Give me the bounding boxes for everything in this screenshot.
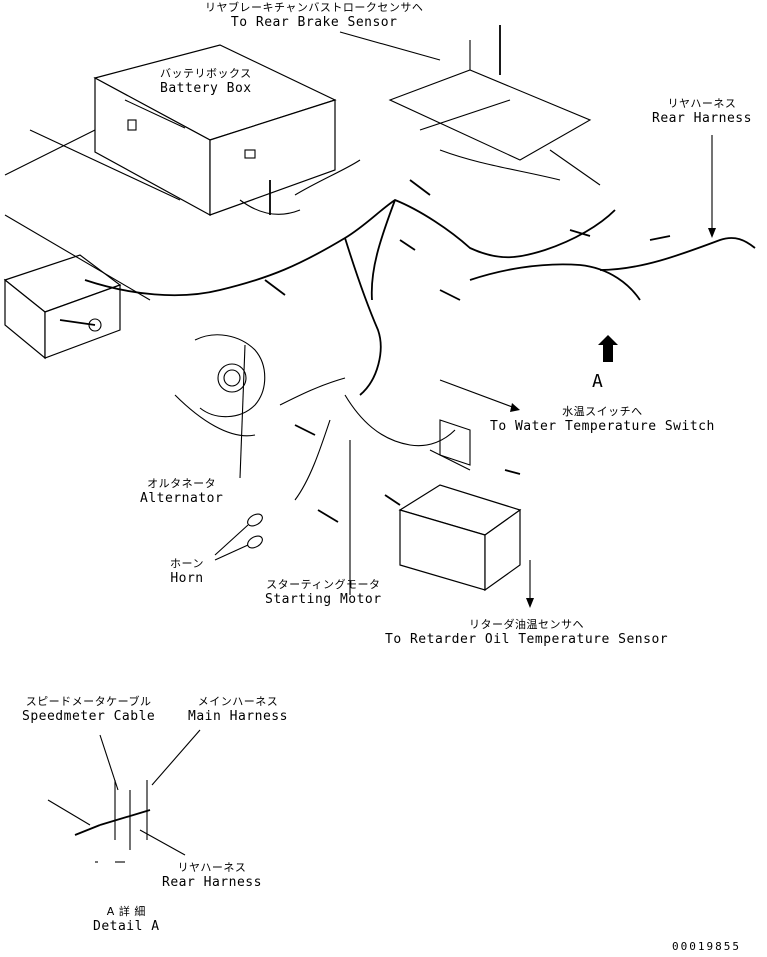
label-speedmeter-cable-jp: スピードメータケーブル	[25, 695, 152, 708]
leader-lines	[239, 31, 716, 608]
label-rear-harness-detail: リヤハーネス Rear Harness	[162, 860, 262, 890]
label-rear-brake-sensor: リヤブレーキチャンバストロークセンサヘ To Rear Brake Sensor	[205, 0, 423, 30]
lower-battery-box	[3, 254, 122, 360]
label-retarder-sensor-en: To Retarder Oil Temperature Sensor	[385, 632, 669, 647]
detail-a-drawing	[47, 729, 201, 863]
label-retarder-sensor-jp: リターダ油温センサヘ	[469, 618, 585, 631]
label-detail-a-jp: A 詳 細	[106, 905, 146, 918]
label-rear-brake-sensor-en: To Rear Brake Sensor	[230, 15, 398, 30]
horn-drawing	[214, 513, 263, 561]
label-speedmeter-cable: スピードメータケーブル Speedmeter Cable	[22, 694, 155, 724]
label-battery-box: バッテリボックス Battery Box	[160, 66, 252, 96]
label-starting-motor: スターティングモータ Starting Motor	[265, 577, 382, 607]
label-alternator: オルタネータ Alternator	[140, 476, 223, 506]
label-rear-harness-top-jp: リヤハーネス	[667, 97, 737, 110]
rear-brake-area	[388, 25, 601, 186]
label-water-temp-switch-en: To Water Temperature Switch	[490, 419, 715, 434]
label-detail-a-en: Detail A	[93, 919, 160, 934]
battery-box-drawing	[93, 44, 337, 217]
label-starting-motor-en: Starting Motor	[265, 592, 382, 607]
label-horn: ホーン Horn	[170, 556, 204, 586]
label-main-harness-jp: メインハーネス	[197, 695, 279, 708]
harness-routes	[84, 99, 756, 501]
label-retarder-sensor: リターダ油温センサヘ To Retarder Oil Temperature S…	[385, 617, 668, 647]
label-battery-box-jp: バッテリボックス	[160, 67, 252, 80]
bolts	[74, 179, 671, 836]
label-rear-brake-sensor-jp: リヤブレーキチャンバストロークセンサヘ	[205, 1, 424, 14]
label-rear-harness-top-en: Rear Harness	[652, 111, 752, 126]
label-rear-harness-top: リヤハーネス Rear Harness	[652, 96, 752, 126]
label-main-harness: メインハーネス Main Harness	[188, 694, 288, 724]
label-main-harness-en: Main Harness	[188, 709, 288, 724]
label-horn-en: Horn	[170, 571, 204, 586]
starting-motor-box	[349, 419, 522, 595]
label-alternator-en: Alternator	[140, 491, 224, 506]
view-marker-a: A	[592, 371, 604, 392]
label-battery-box-en: Battery Box	[160, 81, 252, 96]
drawing-number: 00019855	[672, 940, 741, 953]
label-detail-a: A 詳 細 Detail A	[93, 904, 160, 934]
label-water-temp-switch: 水温スイッチへ To Water Temperature Switch	[490, 404, 715, 434]
alternator-drawing	[174, 334, 266, 437]
label-rear-harness-detail-en: Rear Harness	[162, 875, 262, 890]
label-rear-harness-detail-jp: リヤハーネス	[177, 861, 247, 874]
label-horn-jp: ホーン	[170, 557, 204, 570]
label-water-temp-switch-jp: 水温スイッチへ	[562, 405, 643, 418]
label-alternator-jp: オルタネータ	[147, 477, 217, 490]
label-starting-motor-jp: スターティングモータ	[266, 578, 381, 591]
label-speedmeter-cable-en: Speedmeter Cable	[22, 709, 156, 724]
